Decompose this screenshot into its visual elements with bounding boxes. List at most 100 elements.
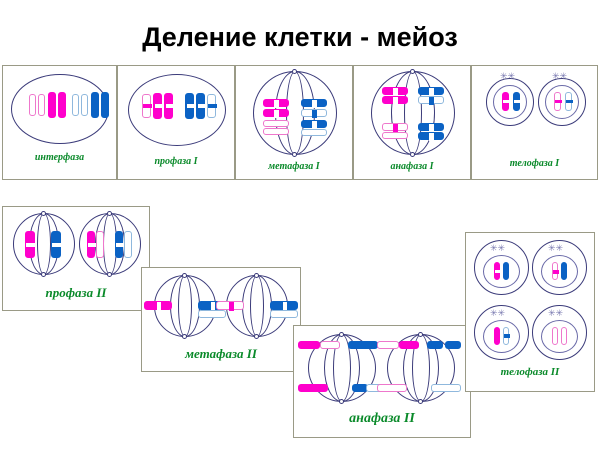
centrosome-pole	[41, 211, 46, 216]
chromosome-magenta-outline	[561, 327, 567, 345]
centriole-icon: ✳✳	[490, 308, 506, 318]
chromosome-blue-filled	[185, 93, 194, 119]
spindle-fiber	[250, 275, 264, 337]
chromosome-blue-filled	[301, 99, 327, 108]
spindle-fiber	[37, 213, 51, 275]
chromosome-magenta-filled	[298, 384, 328, 392]
centrosome-pole	[254, 334, 259, 339]
chromosome-blue-outline	[198, 310, 226, 318]
centrosome-pole	[254, 273, 259, 278]
panel-label: анафаза II	[349, 411, 415, 426]
chromosome-magenta-outline	[382, 123, 408, 132]
centrosome-pole	[418, 332, 423, 337]
centrosome-pole	[339, 332, 344, 337]
panel-prophase-1[interactable]: профаза I	[117, 65, 235, 180]
panel-metaphase-1[interactable]: метафаза I	[235, 65, 353, 180]
chromosome-magenta-filled	[382, 87, 408, 96]
panel-label: метафаза II	[185, 346, 257, 361]
nucleus-outline	[483, 320, 520, 353]
chromosome-blue-outline	[124, 231, 132, 258]
chromosome-blue-filled	[427, 341, 443, 349]
chromosome-magenta-outline	[142, 94, 152, 118]
nucleus-outline	[483, 255, 520, 288]
chromosome-magenta-filled	[48, 92, 56, 118]
chromosome-blue-filled	[196, 93, 205, 119]
centriole-icon: ✳✳	[548, 308, 564, 318]
chromosome-blue-outline	[301, 129, 327, 136]
chromosome-magenta-filled	[153, 93, 162, 119]
chromosome-magenta-outline	[377, 341, 399, 349]
centrosome-pole	[41, 272, 46, 277]
chromosome-magenta-filled	[399, 341, 419, 349]
chromosome-magenta-outline	[263, 120, 289, 127]
panel-interphase[interactable]: интерфаза	[2, 65, 117, 180]
chromosome-blue-outline	[270, 310, 298, 318]
chromosome-blue-filled	[101, 92, 109, 118]
centrosome-pole	[410, 69, 415, 74]
panel-label: телофаза I	[509, 158, 560, 169]
spindle-fiber	[178, 275, 192, 337]
chromosome-blue-outline	[431, 384, 461, 392]
panel-anaphase-1[interactable]: анафаза I	[353, 65, 471, 180]
panel-telophase-2[interactable]: ✳✳ ✳✳ ✳✳ ✳✳ телофаза II	[465, 232, 595, 392]
chromosome-blue-outline	[81, 94, 88, 116]
chromosome-magenta-filled	[502, 92, 510, 111]
centrosome-pole	[107, 211, 112, 216]
panel-metaphase-2[interactable]: метафаза II	[141, 267, 301, 372]
cell-outline	[532, 305, 587, 360]
centrosome-pole	[410, 152, 415, 157]
panel-label: профаза I	[154, 156, 198, 167]
centrosome-pole	[182, 334, 187, 339]
nucleus-outline	[493, 85, 527, 119]
chromosome-magenta-filled	[263, 99, 289, 108]
chromosome-blue-outline	[207, 94, 217, 118]
chromosome-blue-filled	[513, 92, 521, 111]
panel-prophase-2[interactable]: профаза II	[2, 206, 150, 311]
chromosome-magenta-filled	[87, 231, 96, 258]
centrosome-pole	[292, 69, 297, 74]
centriole-icon: ✳✳	[552, 71, 568, 81]
chromosome-magenta-outline	[320, 341, 340, 349]
chromosome-magenta-outline	[38, 94, 45, 116]
cell-outline	[486, 78, 534, 126]
spindle-fiber	[404, 71, 422, 155]
centrosome-pole	[182, 273, 187, 278]
chromosome-magenta-outline	[96, 231, 104, 258]
chromosome-magenta-filled	[164, 93, 173, 119]
cell-outline	[474, 240, 529, 295]
chromosome-magenta-outline	[552, 327, 558, 345]
centriole-icon: ✳✳	[548, 243, 564, 253]
chromosome-blue-filled	[91, 92, 99, 118]
panel-label: интерфаза	[34, 152, 85, 163]
panel-telophase-1[interactable]: ✳✳ ✳✳ телофаза I	[471, 65, 598, 180]
centriole-icon: ✳✳	[490, 243, 506, 253]
chromosome-magenta-outline	[263, 128, 289, 135]
panel-label: метафаза I	[268, 161, 320, 172]
cell-outline	[128, 74, 226, 146]
chromosome-blue-filled	[418, 87, 444, 96]
chromosome-magenta-filled	[58, 92, 66, 118]
chromosome-magenta-filled	[494, 262, 501, 280]
chromosome-blue-filled	[348, 341, 378, 349]
page-title: Деление клетки - мейоз	[142, 22, 458, 52]
panel-anaphase-2[interactable]: анафаза II	[293, 325, 471, 438]
chromosome-magenta-filled	[144, 301, 172, 311]
chromosome-magenta-outline	[29, 94, 36, 116]
chromosome-magenta-filled	[382, 96, 408, 105]
chromosome-blue-outline	[565, 92, 573, 111]
chromosome-blue-filled	[503, 262, 509, 280]
panel-label: анафаза I	[390, 161, 434, 172]
nucleus-outline	[545, 85, 579, 119]
cell-outline	[474, 305, 529, 360]
panel-label: профаза II	[45, 285, 107, 300]
chromosome-magenta-filled	[494, 327, 500, 345]
chromosome-blue-filled	[561, 262, 567, 280]
chromosome-magenta-filled	[263, 109, 289, 118]
centrosome-pole	[107, 272, 112, 277]
chromosome-blue-filled	[51, 231, 62, 258]
panel-label: телофаза II	[500, 366, 560, 378]
chromosome-magenta-outline	[377, 384, 407, 392]
cell-outline	[532, 240, 587, 295]
chromosome-magenta-outline	[216, 301, 244, 311]
chromosome-blue-outline	[503, 327, 510, 345]
